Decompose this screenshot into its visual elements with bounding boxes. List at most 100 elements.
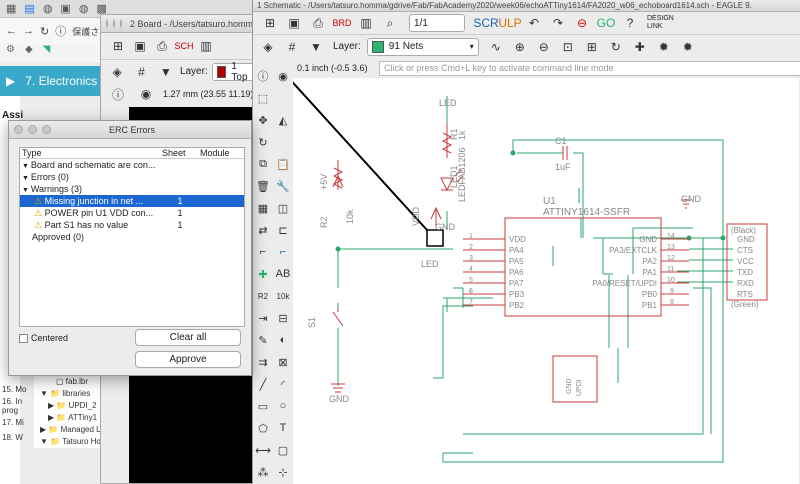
erc-row[interactable]: Approved (0) — [20, 231, 244, 243]
undo-icon[interactable]: ↶ — [528, 16, 540, 30]
design-link[interactable]: DESIGN LINK — [647, 15, 674, 30]
disclosure-icon[interactable]: ▼ — [22, 163, 31, 170]
col-type[interactable]: Type — [22, 148, 42, 158]
filter-icon[interactable]: ▼ — [310, 39, 322, 54]
filter-icon[interactable]: ▼ — [159, 64, 172, 79]
ulp-icon[interactable]: ULP — [498, 16, 522, 30]
group-tool-icon[interactable]: ▦ — [257, 202, 269, 215]
new-icon[interactable]: ⊞ — [264, 16, 276, 30]
value-tool-icon[interactable]: 10k — [276, 291, 290, 301]
save-icon[interactable]: ▣ — [288, 16, 300, 30]
dimension-tool-icon[interactable]: ⟷ — [255, 444, 271, 457]
tree-item[interactable]: ▶ 📁 UPDI_2 — [48, 401, 97, 410]
info-tool-icon[interactable]: ⓘ — [257, 71, 269, 83]
erc-row[interactable]: ⚠ POWER pin U1 VDD con...1 — [20, 207, 244, 219]
tree-item[interactable]: ▼ 📁 Tatsuro Ho — [40, 437, 101, 446]
tree-item[interactable]: ▶ 📁 Managed L — [40, 425, 101, 434]
grid-icon[interactable]: # — [138, 64, 145, 79]
tab-icon[interactable]: ◍ — [42, 3, 53, 15]
menu-icon[interactable]: ▶ — [6, 74, 16, 88]
close-button[interactable] — [106, 19, 108, 28]
smash-tool-icon[interactable]: ⊟ — [278, 312, 288, 325]
frame-tool-icon[interactable]: ▢ — [277, 444, 289, 457]
cam-icon[interactable]: ▥ — [360, 16, 372, 30]
pin-tool-icon[interactable]: ◫ — [277, 202, 289, 215]
board-layer-select[interactable]: 1 Top — [211, 61, 255, 83]
go-icon[interactable]: GO — [596, 16, 616, 30]
schematic-canvas[interactable]: LED R1 1k LED1 LEDFAB1206 GND +5V R2 10k… — [293, 78, 799, 484]
tab-icon[interactable]: ▩ — [96, 3, 107, 15]
close-button[interactable] — [14, 125, 23, 134]
tab-icon[interactable]: ▣ — [60, 3, 71, 15]
split-tool-icon[interactable]: ⇥ — [258, 312, 268, 325]
junction-tool-icon[interactable]: ✚ — [258, 268, 268, 281]
tab-icon[interactable]: ◍ — [78, 3, 89, 15]
list-item[interactable]: 15. Mo — [2, 385, 27, 394]
settings-icon[interactable]: ✹ — [658, 39, 669, 54]
circle-tool-icon[interactable]: ○ — [279, 400, 287, 412]
label-tool-icon[interactable]: AB — [275, 268, 291, 280]
schematic-layer-select[interactable]: 91 Nets ▾ — [366, 37, 479, 56]
checkbox-box[interactable] — [19, 333, 28, 343]
mirror-tool-icon[interactable]: ◭ — [278, 114, 288, 127]
erc-row[interactable]: ⚠ Missing junction in net ...1 — [20, 195, 244, 207]
bus-tool-icon[interactable]: ⇉ — [258, 356, 268, 369]
layers-icon[interactable]: ◈ — [112, 64, 122, 79]
tree-item[interactable]: ▶ 📁 ATTiny1 — [48, 413, 98, 422]
clear-all-button[interactable]: Clear all — [135, 329, 241, 346]
tab-icon[interactable]: ▤ — [24, 3, 35, 15]
page-select[interactable]: 1/1 — [409, 14, 465, 32]
redo-icon[interactable]: ↷ — [552, 16, 564, 30]
polygon-tool-icon[interactable]: ⬠ — [258, 422, 268, 435]
tree-item[interactable]: ▼ 📁 libraries — [40, 389, 91, 398]
mark-tool-icon[interactable]: ⊹ — [278, 466, 288, 479]
erc-row[interactable]: ▼ Board and schematic are con... — [20, 159, 244, 171]
zoom-button[interactable] — [42, 125, 51, 134]
script-icon[interactable]: SCR — [473, 16, 499, 30]
paste-tool-icon[interactable]: 📋 — [276, 158, 290, 171]
list-item[interactable]: 16. In — [2, 397, 23, 406]
new-icon[interactable]: ⊞ — [112, 39, 124, 53]
text-tool-icon[interactable]: T — [279, 422, 287, 434]
select-tool-icon[interactable]: ⬚ — [257, 92, 269, 105]
show-tool-icon[interactable]: ◉ — [278, 70, 288, 83]
delete-tool-icon[interactable]: 🗑 — [256, 180, 270, 193]
eye-icon[interactable]: ◉ — [140, 87, 152, 101]
zoom-out-icon[interactable]: ⊖ — [538, 39, 549, 54]
redraw-icon[interactable]: ↻ — [610, 39, 621, 54]
cam-icon[interactable]: ▥ — [200, 39, 212, 53]
centered-checkbox[interactable]: Centered — [19, 333, 68, 343]
tab-icon[interactable]: ▦ — [6, 3, 17, 15]
help-icon[interactable]: ? — [626, 16, 634, 30]
command-line-input[interactable]: Click or press Cmd+L key to activate com… — [379, 60, 800, 76]
zoom-select-icon[interactable]: ⊞ — [586, 39, 597, 54]
arc-tool-icon[interactable]: ◜ — [280, 378, 286, 391]
wave-icon[interactable]: ∿ — [490, 39, 501, 54]
settings-icon[interactable]: ✹ — [682, 39, 693, 54]
move-tool-icon[interactable]: ✥ — [258, 114, 268, 127]
list-item[interactable]: 18. W — [2, 433, 23, 442]
save-icon[interactable]: ▣ — [134, 39, 146, 53]
reload-icon[interactable]: ↻ — [40, 25, 50, 38]
list-item[interactable]: prog — [2, 406, 19, 415]
rect-tool-icon[interactable]: ▭ — [257, 400, 269, 413]
attribute-tool-icon[interactable]: ◐ — [279, 334, 287, 346]
sch-icon[interactable]: SCH — [174, 41, 194, 51]
tree-item[interactable]: ▢ fab.lbr — [56, 377, 89, 386]
erc-tool-icon[interactable]: ⊠ — [278, 356, 288, 369]
copy-tool-icon[interactable]: ⧉ — [259, 157, 267, 170]
bookmark-icon[interactable]: ⚙ — [6, 44, 15, 55]
forward-icon[interactable]: → — [23, 25, 34, 37]
gate-tool-icon[interactable]: ⊏ — [278, 224, 288, 237]
minimize-button[interactable] — [28, 125, 37, 134]
layers-icon[interactable]: ◈ — [263, 39, 273, 54]
grid-icon[interactable]: # — [288, 39, 296, 54]
print-icon[interactable]: ⎙ — [157, 38, 167, 53]
stop-icon[interactable]: ⊖ — [576, 16, 588, 30]
print-icon[interactable]: ⎙ — [313, 15, 323, 30]
net-tool-icon[interactable]: ⌐ — [279, 246, 287, 258]
zoom-fit-icon[interactable]: ⊡ — [562, 39, 573, 54]
back-icon[interactable]: ← — [6, 25, 17, 37]
col-module[interactable]: Module — [200, 148, 230, 158]
